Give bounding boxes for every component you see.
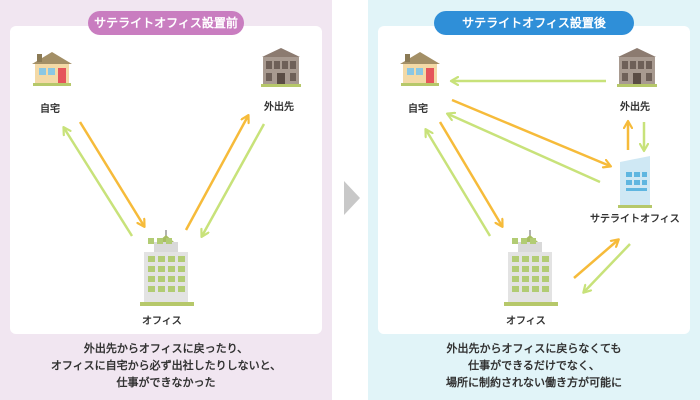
after-caption: 外出先からオフィスに戻らなくても 仕事ができるだけでなく、 場所に制約されない働… xyxy=(368,340,700,391)
after-diagram xyxy=(400,48,657,306)
office-label: オフィス xyxy=(506,316,546,327)
arrow-destination-to-office xyxy=(202,123,266,236)
arrow-office-to-home xyxy=(426,130,492,237)
after-panel: サテライトオフィス設置後 xyxy=(368,0,700,400)
before-diagram xyxy=(32,48,301,306)
destination-label: 外出先 xyxy=(264,102,294,113)
after-title-pill: サテライトオフィス設置後 xyxy=(434,11,634,35)
before-panel: サテライトオフィス設置前 xyxy=(0,0,332,400)
house-icon xyxy=(32,52,72,86)
before-title-pill: サテライトオフィス設置前 xyxy=(88,11,244,35)
office-label: オフィス xyxy=(142,316,182,327)
arrow-office-to-satellite xyxy=(573,240,618,279)
home-label: 自宅 xyxy=(408,104,428,115)
arrow-home-to-satellite xyxy=(451,98,610,166)
arrow-satellite-to-home xyxy=(448,114,601,184)
caption-line: 場所に制約されない働き方が可能に xyxy=(446,376,622,389)
destination-building-icon xyxy=(617,48,657,87)
caption-line: オフィスに自宅から必ず出社したりしないと、 xyxy=(50,359,282,372)
arrow-satellite-to-office xyxy=(584,243,631,292)
destination-label: 外出先 xyxy=(620,102,650,113)
house-icon xyxy=(400,52,440,86)
arrow-office-to-home xyxy=(64,128,134,237)
before-caption: 外出先からオフィスに戻ったり、 オフィスに自宅から必ず出社したりしないと、 仕事… xyxy=(0,340,332,391)
satellite-office-icon xyxy=(618,156,652,208)
home-label: 自宅 xyxy=(40,104,60,115)
destination-building-icon xyxy=(261,48,301,87)
caption-line: 外出先からオフィスに戻らなくても xyxy=(446,342,622,355)
office-windows xyxy=(512,238,549,292)
arrow-home-to-office xyxy=(78,121,144,226)
chevron-right-icon xyxy=(344,181,360,215)
satellite-office-label: サテライトオフィス xyxy=(590,214,680,225)
arrow-home-to-office xyxy=(438,121,502,226)
office-windows xyxy=(148,238,185,292)
caption-line: 外出先からオフィスに戻ったり、 xyxy=(83,342,249,355)
caption-line: 仕事ができるだけでなく、 xyxy=(468,359,600,372)
caption-line: 仕事ができなかった xyxy=(116,376,216,389)
arrow-office-to-destination xyxy=(184,116,248,231)
